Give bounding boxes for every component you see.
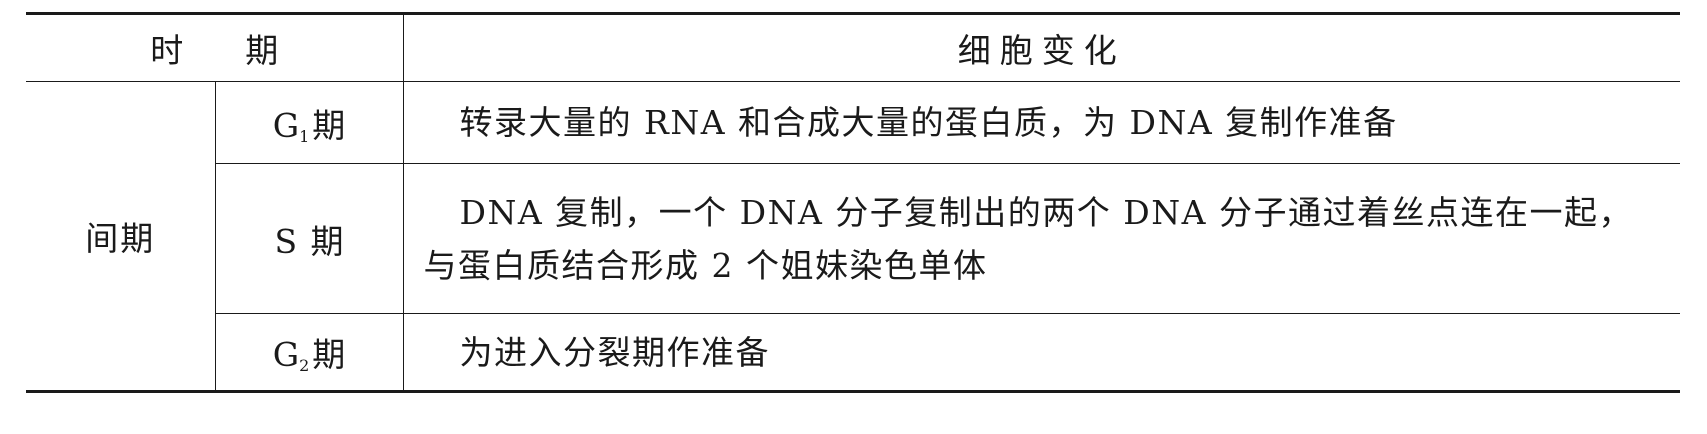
phase-suffix: 期: [312, 105, 346, 145]
table-row-g2: G2期 为进入分裂期作准备: [26, 313, 1680, 392]
header-period-char-1: 时: [150, 31, 184, 70]
header-period: 时期: [26, 13, 404, 82]
header-period-char-2: 期: [245, 31, 279, 70]
cell-cycle-table: 时期 细胞变化 间期 G1期 转录大量的 RNA 和合成大量的蛋白质，为 DNA…: [26, 12, 1680, 393]
phase-label-g2: G2期: [215, 313, 404, 392]
interphase-label: 间期: [26, 81, 216, 392]
phase-label-g1: G1期: [215, 81, 404, 164]
phase-label-s: S 期: [215, 163, 404, 314]
phase-subscript: 2: [299, 356, 310, 375]
phase-subscript: 1: [299, 126, 310, 146]
table-row-g1: 间期 G1期 转录大量的 RNA 和合成大量的蛋白质，为 DNA 复制作准备: [26, 81, 1680, 392]
phase-letter: G: [272, 105, 300, 145]
change-text-g2: 为进入分裂期作准备: [459, 332, 770, 372]
change-cell-g2: 为进入分裂期作准备: [403, 314, 1680, 392]
table-header-row: 时期 细胞变化: [26, 13, 1680, 82]
change-text-g1: 转录大量的 RNA 和合成大量的蛋白质，为 DNA 复制作准备: [459, 103, 1398, 142]
change-text-s: DNA 复制，一个 DNA 分子复制出的两个 DNA 分子通过着丝点连在一起，与…: [423, 192, 1633, 285]
phase-letter: S: [274, 221, 298, 261]
change-cell-g1: 转录大量的 RNA 和合成大量的蛋白质，为 DNA 复制作准备: [403, 81, 1680, 164]
phase-suffix: 期: [300, 221, 344, 261]
table-row-s: S 期 DNA 复制，一个 DNA 分子复制出的两个 DNA 分子通过着丝点连在…: [26, 163, 1680, 314]
change-cell-s: DNA 复制，一个 DNA 分子复制出的两个 DNA 分子通过着丝点连在一起，与…: [403, 163, 1680, 314]
phase-suffix: 期: [312, 335, 346, 374]
header-cell-change: 细胞变化: [403, 13, 1680, 82]
phase-letter: G: [272, 335, 300, 374]
